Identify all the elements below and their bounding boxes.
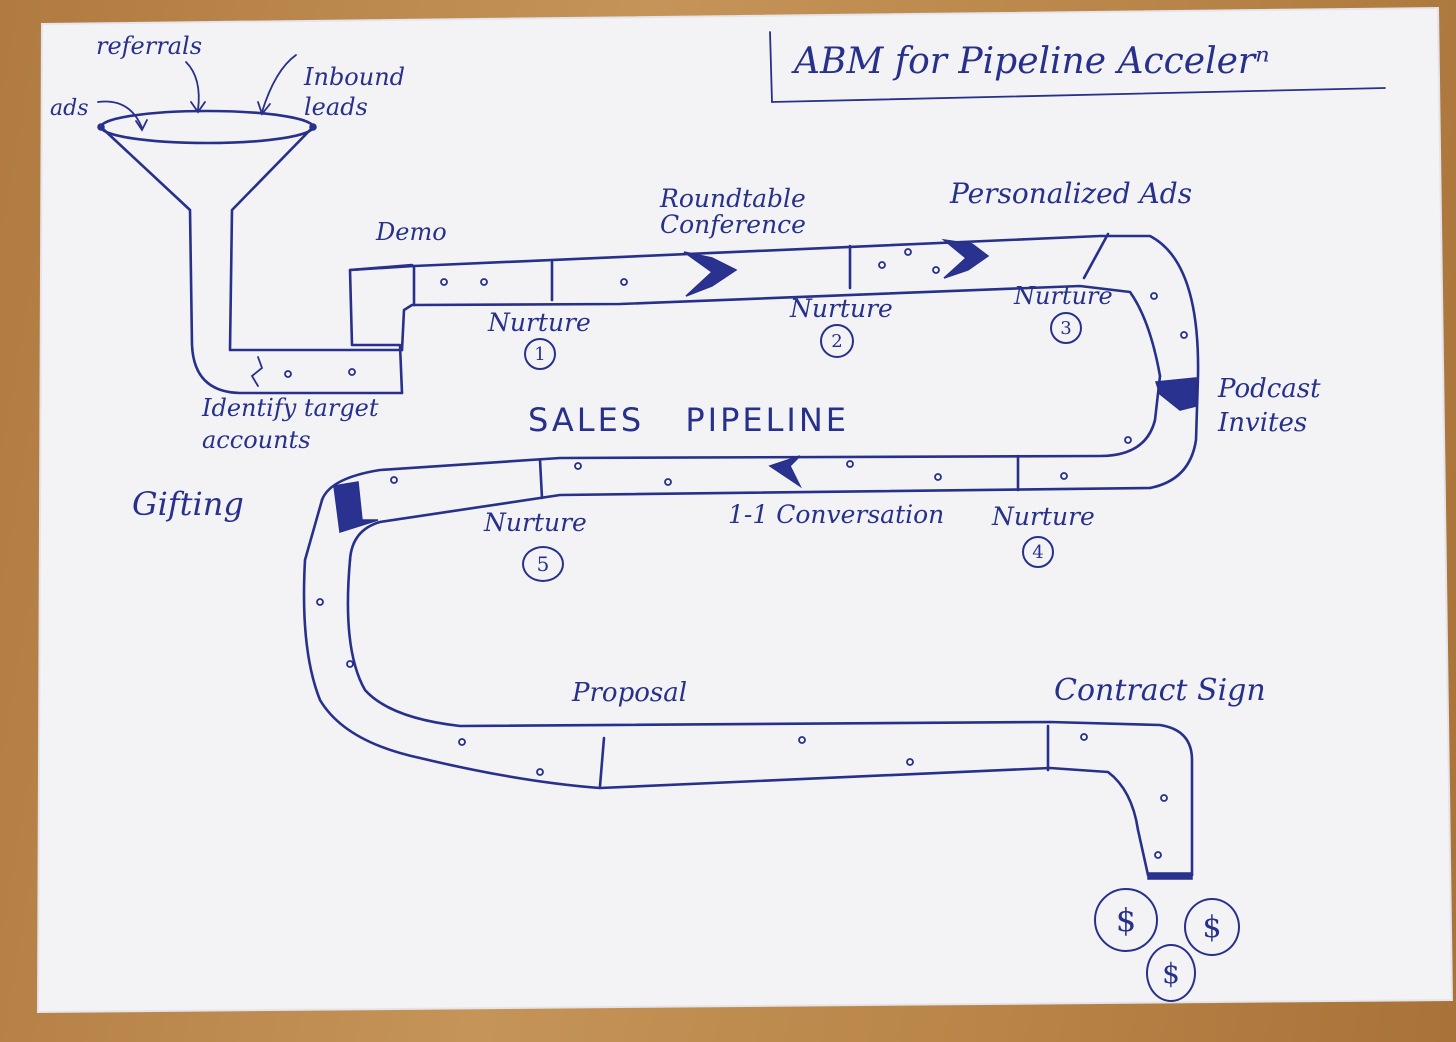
pipe-body — [284, 232, 1200, 880]
stage-personalized-ads: Personalized Ads — [950, 177, 1193, 210]
title-bracket — [769, 31, 1386, 103]
funnel-input-inbound-leads: Inbound leads — [304, 63, 406, 121]
funnel-input-arrows — [97, 54, 297, 132]
nurture-label-2: Nurture — [790, 294, 893, 323]
page-title: ABM for Pipeline Accelerⁿ — [794, 41, 1270, 82]
dollar-output-2: $ — [1184, 898, 1240, 956]
stage-one-on-one: 1-1 Conversation — [728, 500, 945, 529]
nurture-number-3: 3 — [1050, 312, 1082, 344]
center-label: SALES PIPELINE — [528, 401, 849, 439]
funnel — [97, 109, 404, 395]
nurture-label-5: Nurture — [484, 508, 587, 537]
dollar-output-1: $ — [1094, 888, 1158, 952]
nurture-number-2: 2 — [820, 324, 854, 358]
stage-demo: Demo — [376, 218, 447, 246]
dollar-output-3: $ — [1146, 944, 1196, 1002]
stage-roundtable: Roundtable Conference — [660, 184, 806, 239]
nurture-label-3: Nurture — [1014, 282, 1113, 310]
funnel-input-referrals: referrals — [96, 32, 203, 60]
paper-sheet — [36, 6, 1454, 1014]
nurture-number-1: 1 — [524, 338, 556, 370]
nurture-number-4: 4 — [1022, 536, 1054, 568]
nurture-label-4: Nurture — [992, 502, 1095, 531]
side-label-gifting: Gifting — [132, 485, 244, 523]
nurture-label-1: Nurture — [488, 308, 591, 337]
funnel-output-label: Identify target accounts — [202, 394, 379, 454]
stage-proposal: Proposal — [572, 678, 688, 708]
funnel-input-ads: ads — [50, 96, 89, 121]
stage-podcast: Podcast Invites — [1218, 374, 1321, 438]
nurture-number-5: 5 — [522, 546, 564, 582]
stage-contract: Contract Sign — [1054, 673, 1266, 708]
